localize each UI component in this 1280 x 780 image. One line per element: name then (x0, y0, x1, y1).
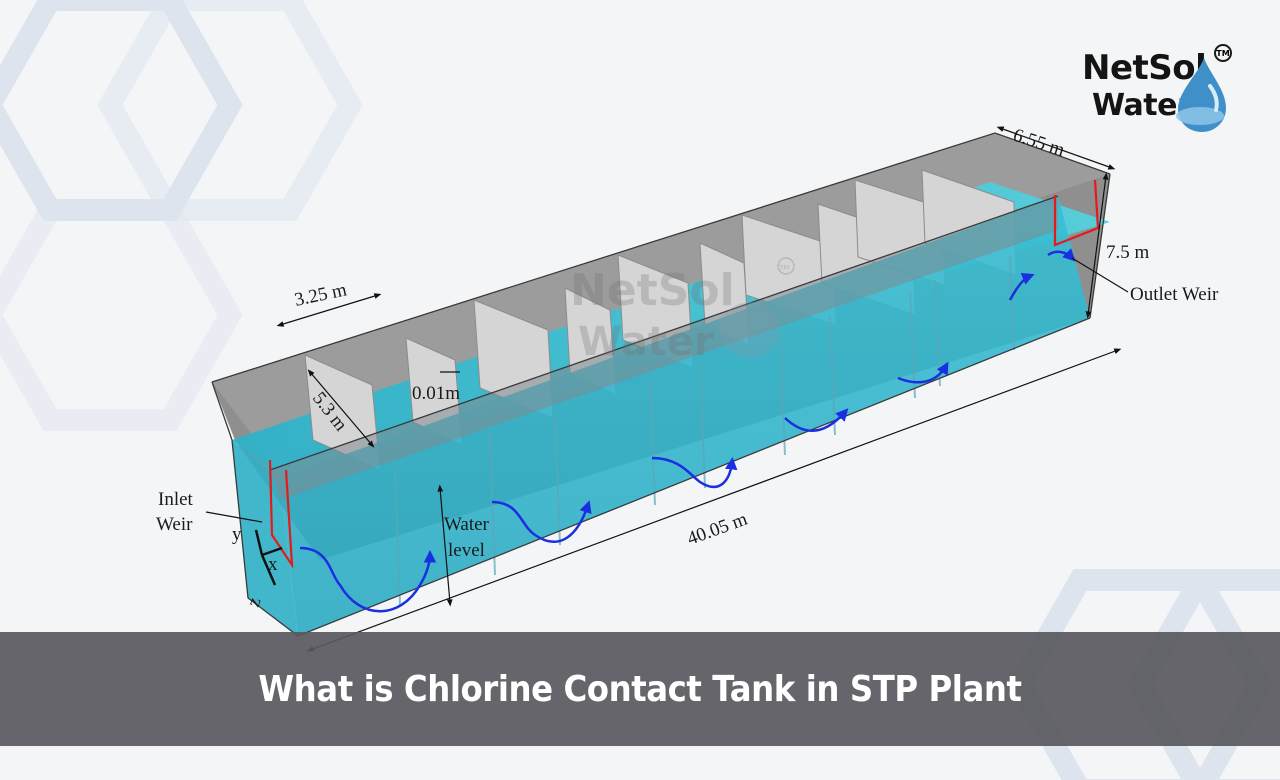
label-height: 7.5 m (1106, 242, 1150, 263)
dim-compartment-width (276, 293, 382, 327)
axis-y-line (254, 529, 264, 556)
label-baffle-thickness: 0.01m (412, 383, 460, 404)
label-length: 40.05 m (685, 509, 751, 550)
netsol-water-logo: NetSol Water TM (1078, 44, 1248, 134)
dim-height (1085, 172, 1109, 319)
dimension-lines (205, 126, 1129, 652)
axis-triad (254, 529, 283, 586)
label-water-line1: Water (444, 514, 490, 535)
watermark-tm: TM (778, 264, 789, 272)
trademark-icon: TM (1214, 44, 1232, 62)
label-inlet-line1: Inlet (158, 489, 194, 510)
banner-title: What is Chlorine Contact Tank in STP Pla… (258, 668, 1022, 710)
flow-arrow-7 (1047, 248, 1076, 262)
background-hex-pattern-top-left (0, 0, 363, 431)
flow-arrow-6 (1008, 272, 1035, 301)
watermark-tm-circle (777, 257, 795, 275)
label-axis-x: x (268, 554, 278, 575)
logo-line2: Water (1092, 88, 1192, 123)
water-drop-icon (1176, 58, 1226, 132)
watermark-line1: NetSol (570, 265, 735, 316)
logo-line1: NetSol (1082, 48, 1207, 88)
axis-x-line (261, 546, 283, 557)
inlet-leader (205, 511, 263, 523)
label-inlet-line2: Weir (156, 514, 193, 535)
title-banner: What is Chlorine Contact Tank in STP Pla… (0, 632, 1280, 746)
label-outlet-weir: Outlet Weir (1130, 284, 1219, 305)
tank-end-face (232, 440, 298, 636)
watermark-drop-icon (720, 302, 780, 358)
inlet-weir (268, 459, 294, 570)
axis-z-line (260, 554, 277, 586)
label-axis-y: y (232, 524, 242, 545)
label-water-line2: level (448, 540, 485, 561)
watermark-line2: Water (578, 319, 714, 365)
dim-water-level (437, 484, 453, 607)
dim-top-width (996, 126, 1116, 170)
outlet-leader (1071, 257, 1129, 293)
